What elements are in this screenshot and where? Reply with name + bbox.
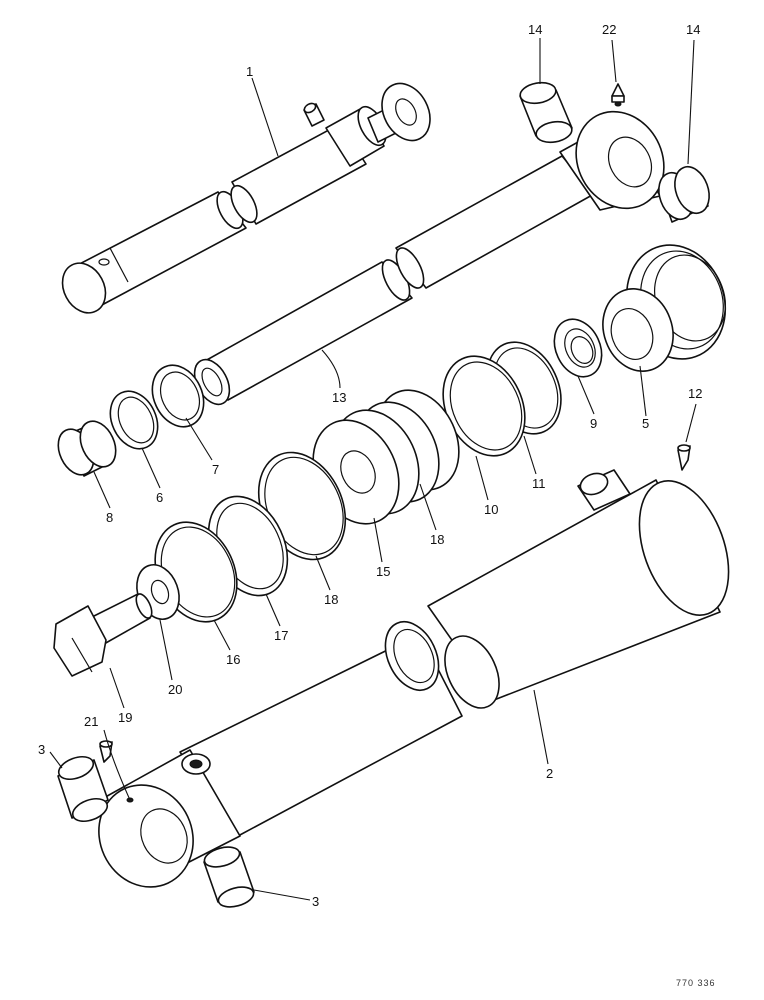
callout-15: 15 bbox=[376, 564, 390, 579]
drawing-reference-code: 770 336 bbox=[676, 978, 716, 988]
callout-2: 2 bbox=[546, 766, 553, 781]
callout-14-right: 14 bbox=[686, 22, 700, 37]
part-bush-upper-left bbox=[519, 81, 573, 144]
part-seal-7 bbox=[151, 364, 205, 428]
part-bolt-19 bbox=[53, 593, 153, 677]
part-gland bbox=[602, 244, 727, 372]
part-bush-upper-right bbox=[658, 165, 710, 223]
part-grease-nipple-12 bbox=[677, 444, 691, 471]
callout-17: 17 bbox=[274, 628, 288, 643]
callout-19: 19 bbox=[118, 710, 132, 725]
part-bush-lower-left bbox=[57, 755, 109, 823]
callout-3-left: 3 bbox=[38, 742, 45, 757]
part-cylinder-barrel bbox=[98, 469, 730, 888]
callout-1: 1 bbox=[246, 64, 253, 79]
part-grease-nipple-head bbox=[611, 83, 625, 107]
part-o-ring-10 bbox=[442, 355, 526, 457]
callout-5: 5 bbox=[642, 416, 649, 431]
callout-13: 13 bbox=[332, 390, 346, 405]
part-seal-6 bbox=[109, 390, 159, 450]
part-piston bbox=[312, 389, 460, 525]
callout-20: 20 bbox=[168, 682, 182, 697]
leader-lines bbox=[49, 38, 697, 901]
callout-11: 11 bbox=[532, 476, 546, 491]
callout-21: 21 bbox=[84, 714, 98, 729]
callout-3-right: 3 bbox=[312, 894, 319, 909]
part-wiper bbox=[553, 318, 603, 378]
callout-6: 6 bbox=[156, 490, 163, 505]
part-cylinder-tube bbox=[193, 110, 665, 406]
callout-22: 22 bbox=[602, 22, 616, 37]
callout-7: 7 bbox=[212, 462, 219, 477]
callout-12: 12 bbox=[688, 386, 702, 401]
callout-16: 16 bbox=[226, 652, 240, 667]
callout-labels: 1 2 3 3 5 6 7 8 9 10 11 12 13 14 14 15 1… bbox=[38, 22, 702, 909]
callout-18-left: 18 bbox=[324, 592, 338, 607]
part-bush-lower-right bbox=[203, 846, 255, 908]
callout-14-left: 14 bbox=[528, 22, 542, 37]
callout-8: 8 bbox=[106, 510, 113, 525]
part-seal-8 bbox=[57, 420, 117, 477]
callout-9: 9 bbox=[590, 416, 597, 431]
part-piston-rod bbox=[61, 82, 431, 314]
callout-18-right: 18 bbox=[430, 532, 444, 547]
callout-10: 10 bbox=[484, 502, 498, 517]
